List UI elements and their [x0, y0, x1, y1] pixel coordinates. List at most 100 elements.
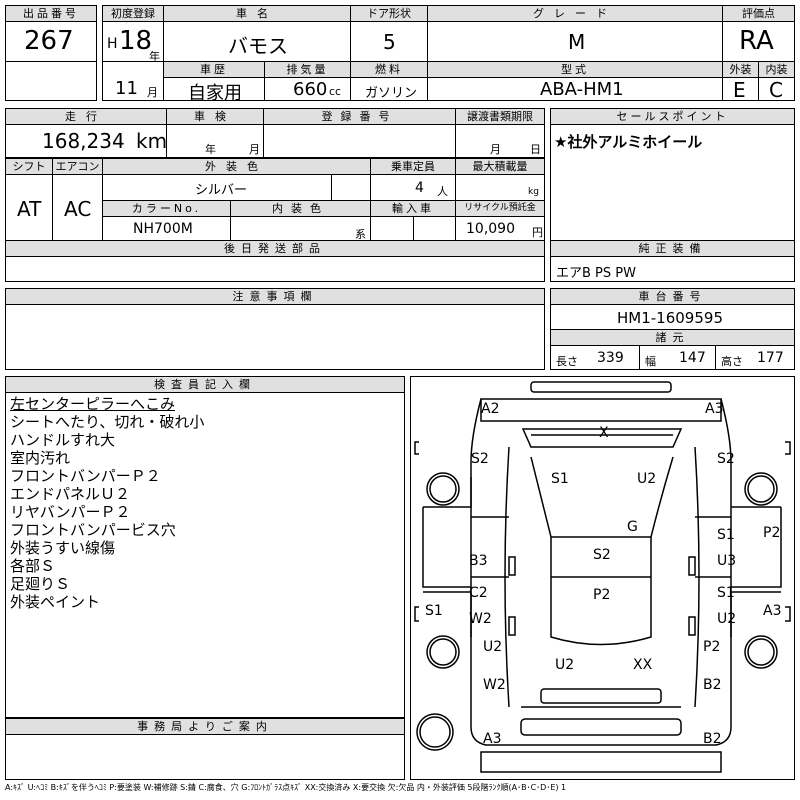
note-line: リヤバンパーＰ２ [10, 503, 131, 521]
notes-label: 注意事項欄 [6, 289, 544, 305]
damage-mark: B2 [703, 677, 722, 693]
history: 自家用 [188, 83, 242, 104]
shift: AT [17, 197, 42, 221]
equipment-label: 純正装備 [551, 241, 794, 257]
ext-color-divider [331, 175, 332, 201]
note-line: 室内汚れ [10, 449, 71, 467]
damage-mark: U2 [717, 611, 737, 627]
legend-text: A:ｷｽﾞ U:ﾍｺﾐ B:ｷｽﾞを伴うﾍｺﾐ P:要塗装 W:補修跡 S:錆 … [5, 783, 567, 792]
lot-number-label: 出品番号 [6, 6, 96, 22]
int-color-label: 内装色 [231, 201, 370, 217]
shift-label: シフト [6, 159, 52, 175]
dims-cell: 諸元 長さ 339 幅 147 高さ 177 [550, 329, 795, 370]
damage-mark: B2 [703, 731, 722, 747]
recycle-label: リサイクル預託金 [456, 201, 544, 217]
damage-mark: S2 [593, 547, 611, 563]
notes-cell: 注意事項欄 [5, 288, 545, 370]
lot-blank-cell [5, 61, 97, 101]
width-label: 幅 [645, 355, 656, 368]
damage-mark: P2 [593, 587, 611, 603]
aircon-cell: エアコン AC [52, 158, 103, 241]
door-type: 5 [383, 30, 396, 54]
note-line: 足廻りＳ [10, 575, 71, 593]
damage-mark: S1 [717, 585, 735, 601]
damage-mark: W2 [469, 611, 492, 627]
lot-number-cell: 出品番号 267 [5, 5, 97, 62]
displacement-cell: 排気量 660 cc [264, 61, 351, 101]
inspector-notes-cell: 検査員記入欄 左センターピラーへこみ シートへたり、切れ・破れ小 ハンドルすれ大… [5, 376, 405, 718]
fuel: ガソリン [365, 86, 418, 101]
reg-month-cell: 11 月 [102, 61, 164, 101]
damage-mark: A3 [483, 731, 502, 747]
history-label: 車歴 [164, 62, 264, 78]
note-line: 左センターピラーへこみ [10, 395, 176, 413]
ext-score-cell: 外装 E [722, 61, 759, 102]
recycle-unit: 円 [532, 226, 543, 239]
transfer-month-suffix: 月 [490, 143, 501, 156]
chassis-cell: 車台番号 HM1-1609595 [550, 288, 795, 330]
note-line: 外装うすい線傷 [10, 539, 116, 557]
damage-mark: U2 [555, 657, 575, 673]
damage-mark: A3 [705, 401, 724, 417]
damage-mark: A3 [763, 603, 782, 619]
displacement-unit: cc [329, 85, 342, 98]
damage-mark: X [599, 425, 609, 441]
score-label: 評価点 [723, 6, 794, 22]
height: 177 [757, 350, 784, 366]
length-label: 長さ [556, 355, 578, 368]
grade-label: グレード [428, 6, 722, 22]
int-score: C [769, 78, 783, 102]
max-load-cell: 最大積載量 kg [455, 158, 545, 201]
color-no-label: カラーNo. [103, 201, 230, 217]
reg-month-suffix: 月 [147, 86, 158, 99]
door-label: ドア形状 [351, 6, 427, 22]
damage-mark: S1 [717, 527, 735, 543]
import-cell: 輸入車 [370, 200, 456, 241]
aircon-label: エアコン [53, 159, 102, 175]
first-reg-cell: 初度登録 H 18 年 [102, 5, 164, 63]
sales-point-cell: セールスポイント ★社外アルミホイール [550, 108, 795, 241]
damage-mark: U3 [717, 553, 737, 569]
dims-label: 諸元 [551, 330, 794, 346]
ext-color-cell: 外装色 シルバー [102, 158, 371, 201]
damage-mark: P2 [703, 639, 721, 655]
capacity: 4 [415, 180, 424, 196]
damage-mark: C2 [469, 585, 488, 601]
grade-cell: グレード M [427, 5, 723, 62]
ext-color-label: 外装色 [103, 159, 370, 175]
chassis-label: 車台番号 [551, 289, 794, 305]
damage-mark: S2 [471, 451, 489, 467]
reg-month: 11 [115, 78, 138, 99]
capacity-cell: 乗車定員 4 人 [370, 158, 456, 201]
later-parts-cell: 後日発送部品 [5, 240, 545, 282]
transfer-cell: 譲渡書類期限 月 日 [455, 108, 545, 158]
inspector-notes-label: 検査員記入欄 [6, 377, 404, 393]
model: ABA-HM1 [540, 79, 624, 100]
width: 147 [679, 350, 706, 366]
grade: M [568, 30, 586, 54]
history-cell: 車歴 自家用 [163, 61, 265, 104]
shift-cell: シフト AT [5, 158, 53, 241]
note-line: エンドパネルＵ２ [10, 485, 131, 503]
int-color-unit: 系 [355, 228, 366, 241]
sales-point-label: セールスポイント [551, 109, 794, 125]
color-no: NH700M [133, 221, 193, 237]
note-line: 各部Ｓ [10, 557, 56, 575]
max-load-unit: kg [528, 187, 539, 197]
dims-divider-1 [639, 346, 640, 370]
import-label: 輸入車 [371, 201, 455, 217]
int-color-cell: 内装色 系 [230, 200, 371, 241]
sales-point-text: ★社外アルミホイール [554, 133, 703, 151]
mileage-unit: km [136, 129, 168, 153]
dims-divider-2 [715, 346, 716, 370]
era: H [107, 36, 118, 52]
mileage-label: 走行 [6, 109, 166, 125]
equipment-cell: 純正装備 エアB PS PW [550, 240, 795, 282]
damage-mark: G [627, 519, 638, 535]
note-line: フロントバンパービス穴 [10, 521, 176, 539]
recycle-cell: リサイクル預託金 10,090 円 [455, 200, 545, 241]
reg-number-cell: 登録番号 [263, 108, 456, 158]
car-name-label: 車名 [164, 6, 350, 22]
damage-mark: U2 [483, 639, 503, 655]
displacement-label: 排気量 [265, 62, 350, 78]
